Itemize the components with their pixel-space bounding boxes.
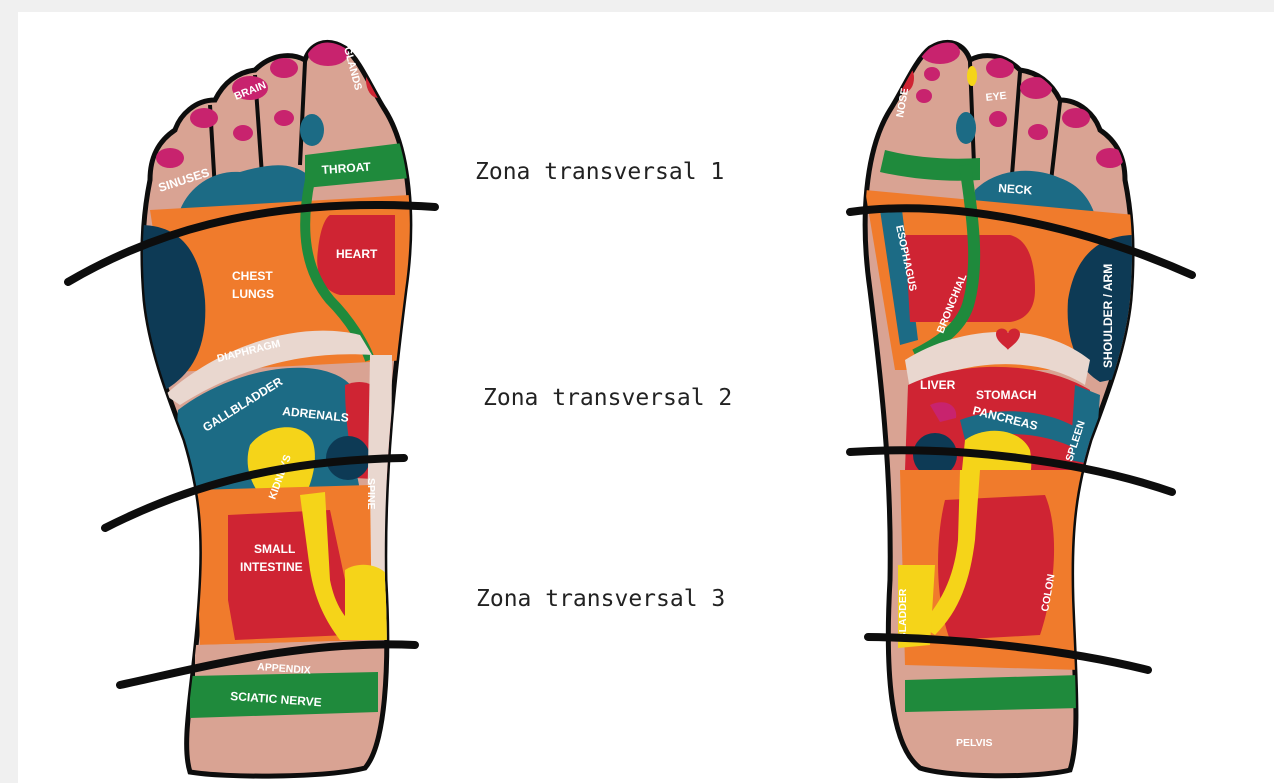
label-eye: EYE [985,90,1007,104]
left-brain-dot-1 [233,125,253,141]
right-toe-tip-4 [1062,108,1090,128]
zone-label-2: Zona transversal 2 [483,385,732,411]
label-neck: NECK [998,181,1033,197]
right-toe-teal-spot [956,112,976,144]
label-shoulder-arm: SHOULDER / ARM [1101,264,1115,368]
right-toe-tip-1 [920,40,960,64]
right-toe-yellow-spot [967,66,977,86]
right-eye-dot-2 [1028,124,1048,140]
zone-label-1: Zona transversal 1 [475,159,724,185]
left-foot: SINUSES BRAIN GLANDS THROAT CHEST LUNGS … [140,42,410,776]
right-foot: NOSE EYE NECK ESOPHAGUS BRONCHIAL SHOULD… [865,40,1135,776]
label-heart: HEART [336,247,378,261]
right-nose-dot-2 [924,67,940,81]
label-bladder: BLADDER [897,588,909,640]
label-pelvis: PELVIS [956,737,993,749]
left-toe-teal-spot [300,114,324,146]
left-toe-tip-2 [190,108,218,128]
label-liver: LIVER [920,378,956,392]
label-small: SMALL [254,542,295,556]
label-lungs: LUNGS [232,287,274,301]
right-eye-dot-1 [989,111,1007,127]
left-toe-tip-4 [270,58,298,78]
left-toe-tip-1 [156,148,184,168]
label-spine: SPINE [365,478,377,510]
zone-label-3: Zona transversal 3 [476,586,725,612]
left-bladder-yellow [345,565,390,640]
right-pelvis-band [905,675,1080,712]
right-nose-dot-3 [916,89,932,103]
label-intestine: INTESTINE [240,560,303,574]
left-brain-dot-2 [274,110,294,126]
label-stomach: STOMACH [976,388,1036,402]
label-chest: CHEST [232,269,273,283]
